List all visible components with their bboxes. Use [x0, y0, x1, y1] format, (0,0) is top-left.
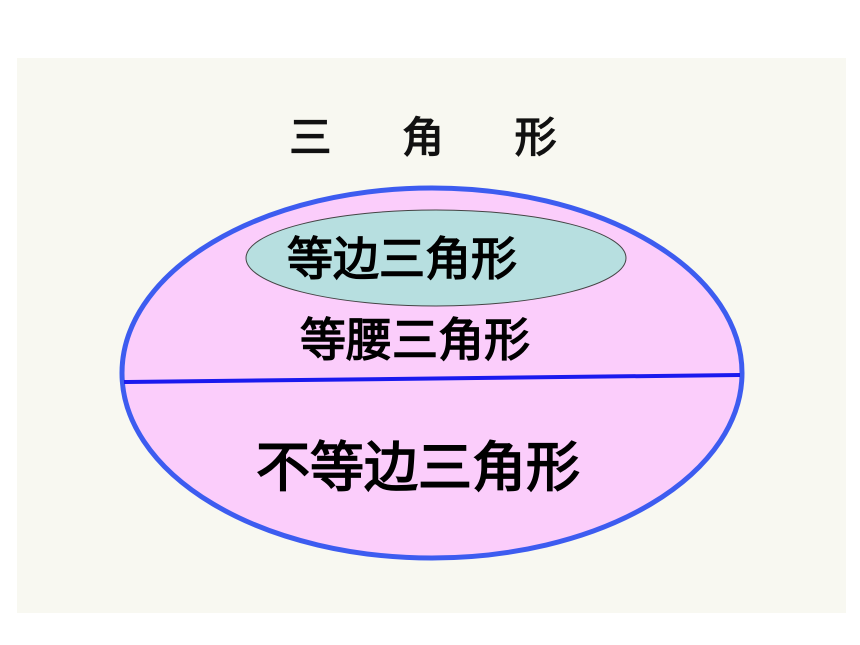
divider-line — [123, 373, 741, 384]
label-equilateral-triangle: 等边三角形 — [287, 232, 517, 286]
diagram-title: 三 角 形 — [289, 113, 585, 162]
inner-ellipse-equilateral — [245, 209, 627, 307]
label-isosceles-triangle: 等腰三角形 — [300, 313, 530, 367]
label-scalene-triangle: 不等边三角形 — [256, 436, 580, 499]
